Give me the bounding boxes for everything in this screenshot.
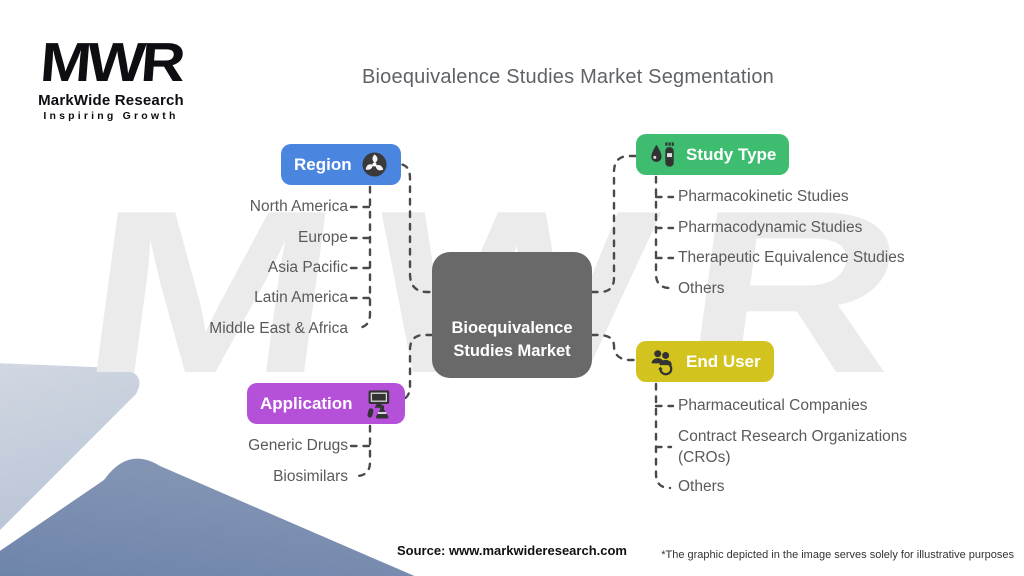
region-list-line — [354, 185, 372, 330]
study-type-item: Therapeutic Equivalence Studies — [678, 249, 905, 266]
source-text: Source: www.markwideresearch.com — [396, 543, 627, 558]
region-node-label: Region — [294, 154, 352, 174]
application-node-label: Application — [260, 393, 353, 413]
study-type-item: Pharmacodynamic Studies — [678, 219, 863, 236]
study-type-node-label: Study Type — [686, 144, 777, 164]
end-user-item: Contract Research Organizations (CROs) — [678, 428, 908, 466]
end-user-node-label: End User — [686, 351, 761, 371]
globe-icon — [362, 152, 387, 177]
logo-acronym: MWR — [38, 31, 184, 93]
central-node-line1: Bioequivalence — [451, 319, 573, 337]
droplet-testtube-icon — [651, 141, 674, 167]
application-node: Application — [247, 383, 405, 424]
end-user-item: Pharmaceutical Companies — [678, 397, 868, 414]
logo-name: MarkWide Research — [38, 92, 184, 109]
connector-center-to-end-user — [590, 333, 639, 362]
connector-region-to-center — [388, 162, 434, 294]
logo-tagline: Inspiring Growth — [43, 110, 179, 122]
region-item: Europe — [298, 229, 348, 246]
page-title: Bioequivalence Studies Market Segmentati… — [362, 66, 774, 88]
study-type-item: Pharmacokinetic Studies — [678, 188, 849, 205]
end-user-item: Others — [678, 478, 725, 495]
region-item: Latin America — [254, 289, 348, 306]
central-node: Bioequivalence Studies Market — [432, 252, 592, 378]
application-list-line — [354, 424, 372, 478]
region-node: Region — [281, 144, 401, 185]
application-item: Biosimilars — [273, 468, 348, 485]
end-user-node: End User — [636, 341, 774, 382]
central-node-line2: Studies Market — [453, 342, 571, 360]
region-item: Asia Pacific — [267, 259, 348, 276]
region-item: North America — [249, 198, 348, 215]
connector-center-to-application — [389, 333, 434, 403]
disclaimer-text: *The graphic depicted in the image serve… — [661, 549, 1014, 561]
markwide-logo: MWR MarkWide Research Inspiring Growth — [26, 31, 196, 122]
application-item: Generic Drugs — [248, 437, 348, 454]
monitor-flask-icon — [366, 389, 389, 418]
people-refresh-icon — [651, 349, 673, 375]
study-type-list-line — [654, 175, 672, 290]
study-type-node: Study Type — [636, 134, 790, 175]
connector-center-to-study-type — [590, 154, 639, 294]
region-item: Middle East & Africa — [209, 320, 348, 337]
light-diagonal-shape — [0, 363, 140, 530]
study-type-item: Others — [678, 280, 725, 297]
dark-diagonal-shape — [0, 458, 415, 576]
end-user-list-line — [654, 382, 672, 490]
